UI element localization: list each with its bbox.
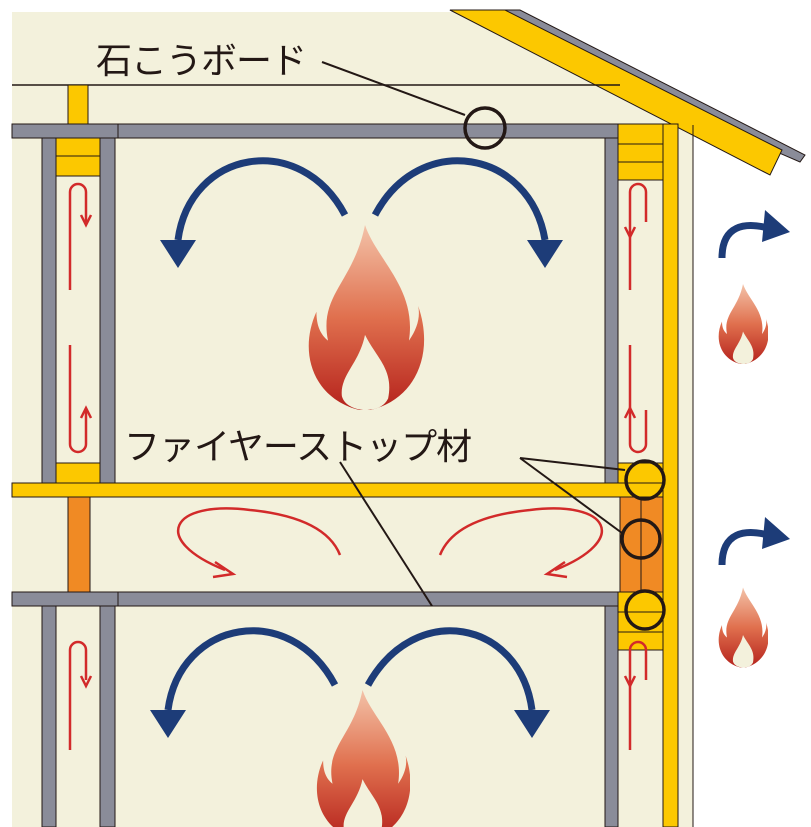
heat-arrows-cavity <box>68 182 648 750</box>
highlight-circles <box>463 106 666 631</box>
flame-icon <box>718 284 768 364</box>
ceiling-beam <box>11 123 619 139</box>
flame-icon <box>718 587 768 668</box>
fire-stop-block <box>67 496 91 593</box>
roof-rafter <box>449 9 783 176</box>
gypsum-board-label: 石こうボード <box>96 41 307 82</box>
fire-stop-label: ファイヤーストップ材 <box>124 427 472 468</box>
lower-ceiling-beam <box>11 591 619 607</box>
floor-beam <box>11 482 664 498</box>
air-arrow-heads <box>150 210 790 738</box>
air-flow-arrows <box>164 157 769 711</box>
